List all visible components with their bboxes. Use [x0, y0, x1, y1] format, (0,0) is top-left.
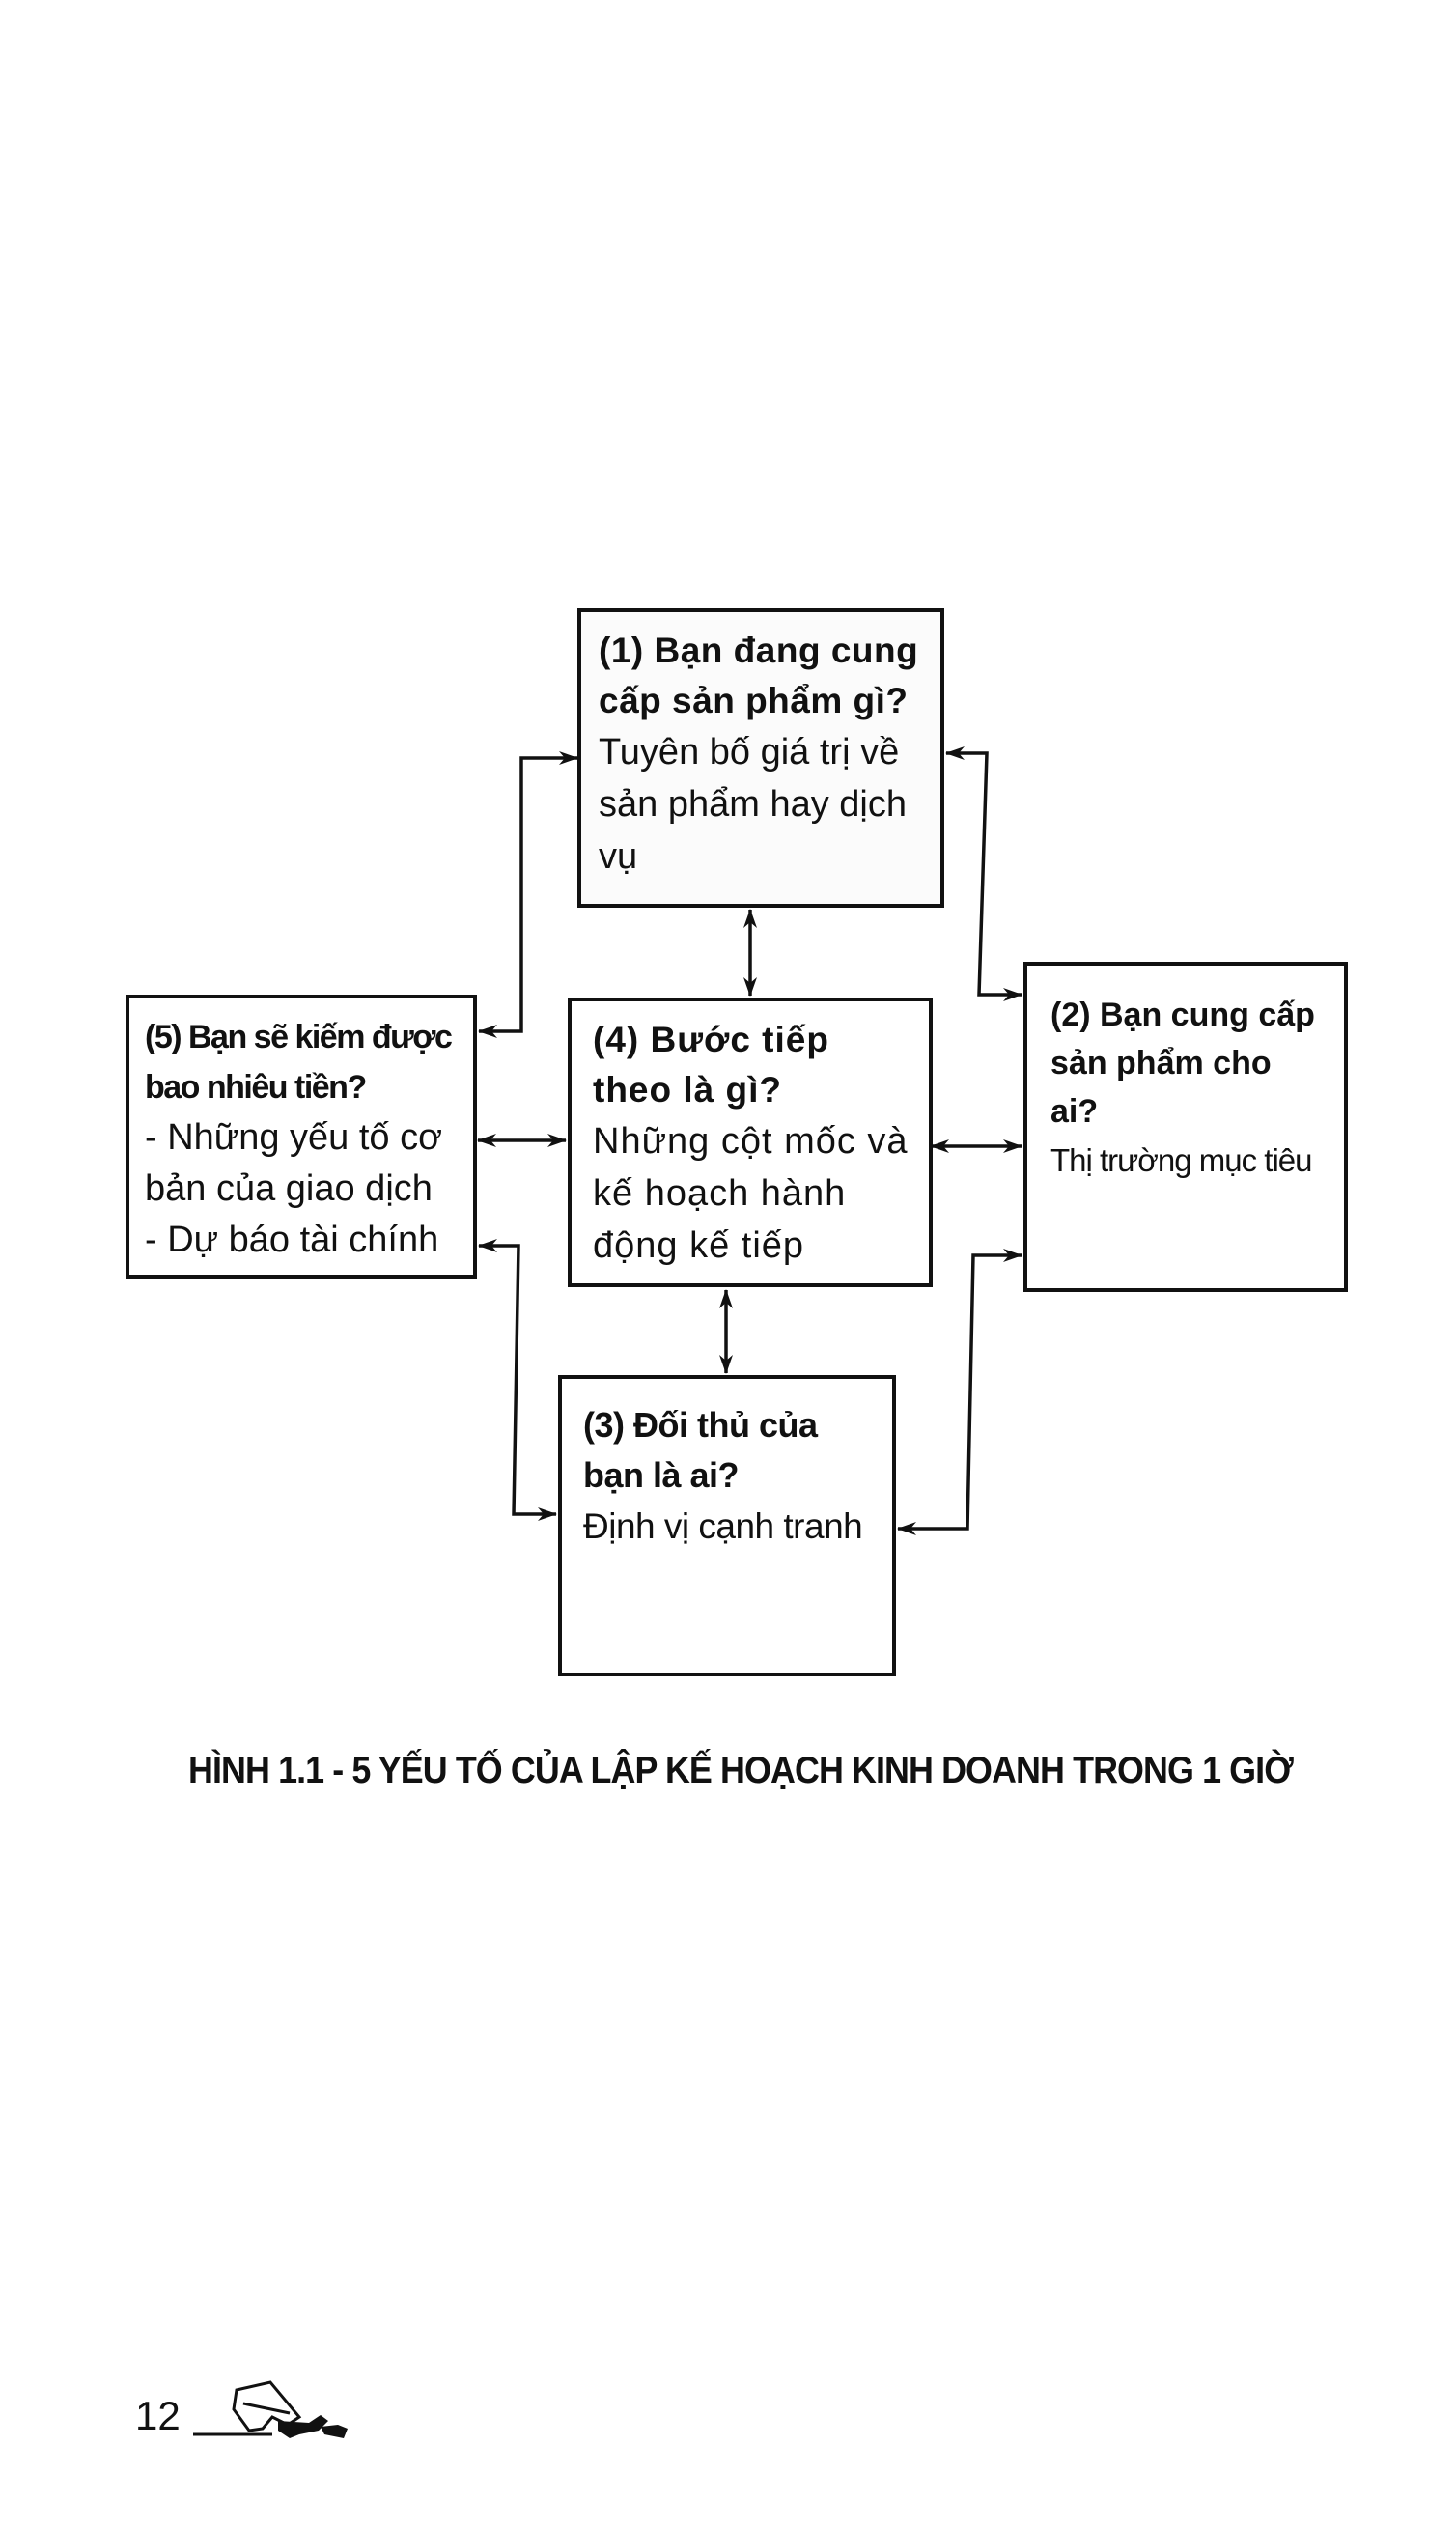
box1-answer: Tuyên bố giá trị về sản phẩm hay dịch vụ: [599, 732, 907, 877]
box-next-steps: (4) Bước tiếp theo là gì? Những cột mốc …: [568, 998, 933, 1287]
box-product-offering: (1) Bạn đang cung cấp sản phẩm gì? Tuyên…: [577, 608, 944, 908]
box5-answer-line: - Dự báo tài chính: [145, 1220, 439, 1260]
box4-answer: Những cột mốc và kế hoạch hành động kế t…: [593, 1121, 909, 1266]
box5-answer-line: - Những yếu tố cơ bản của giao dịch: [145, 1117, 443, 1209]
box2-answer: Thị trường mục tiêu: [1050, 1142, 1313, 1178]
connector-box2-box1: [945, 746, 1022, 1001]
box3-answer: Định vị cạnh tranh: [583, 1506, 863, 1546]
connector-box5-box3: [478, 1239, 557, 1521]
page-number: 12: [135, 2393, 181, 2438]
box2-question: (2) Bạn cung cấp sản phẩm cho ai?: [1050, 997, 1315, 1130]
box-financials: (5) Bạn sẽ kiếm được bao nhiêu tiền? - N…: [126, 995, 477, 1279]
connector-box5-box1: [478, 751, 578, 1038]
box5-question: (5) Bạn sẽ kiếm được bao nhiêu tiền?: [145, 1019, 453, 1106]
box3-question: (3) Đối thủ của bạn là ai?: [583, 1405, 818, 1495]
box-target-market: (2) Bạn cung cấp sản phẩm cho ai? Thị tr…: [1023, 962, 1348, 1292]
box4-question: (4) Bước tiếp theo là gì?: [593, 1020, 829, 1110]
connector-box3-box2: [897, 1249, 1022, 1535]
scuba-diver-icon: [193, 2380, 348, 2438]
box1-question: (1) Bạn đang cung cấp sản phẩm gì?: [599, 631, 919, 720]
box-competitors: (3) Đối thủ của bạn là ai? Định vị cạnh …: [558, 1375, 896, 1676]
figure-caption: HÌNH 1.1 - 5 YẾU TỐ CỦA LẬP KẾ HOẠCH KIN…: [188, 1750, 1294, 1791]
